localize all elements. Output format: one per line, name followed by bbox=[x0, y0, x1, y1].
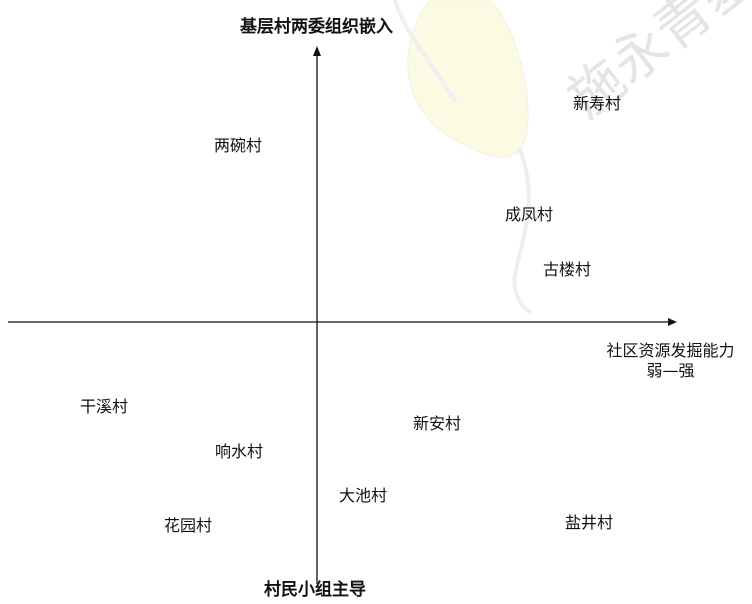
village-label-ganxi: 干溪村 bbox=[80, 397, 129, 416]
x-axis-arrow-icon bbox=[668, 318, 677, 326]
x-axis-right-label: 社区资源发掘能力 弱—强 bbox=[598, 341, 743, 381]
y-axis-bottom-label: 村民小组主导 bbox=[264, 580, 366, 600]
village-label-chengfeng: 成凤村 bbox=[505, 205, 554, 224]
village-label-yanjing: 盐井村 bbox=[565, 513, 614, 532]
y-axis-arrow-icon bbox=[313, 46, 321, 56]
village-label-xiangshui: 响水村 bbox=[215, 442, 264, 461]
village-label-xinshou: 新寿村 bbox=[573, 94, 622, 113]
village-label-xinan: 新安村 bbox=[413, 414, 462, 433]
x-axis-label-line2: 弱—强 bbox=[646, 361, 695, 380]
village-label-huayuan: 花园村 bbox=[164, 516, 213, 535]
village-label-liangwan: 两碗村 bbox=[214, 136, 263, 155]
y-axis-top-label: 基层村两委组织嵌入 bbox=[240, 17, 393, 37]
village-label-gulou: 古楼村 bbox=[543, 260, 592, 279]
village-label-dachi: 大池村 bbox=[339, 486, 388, 505]
x-axis-label-line1: 社区资源发掘能力 bbox=[606, 341, 735, 360]
